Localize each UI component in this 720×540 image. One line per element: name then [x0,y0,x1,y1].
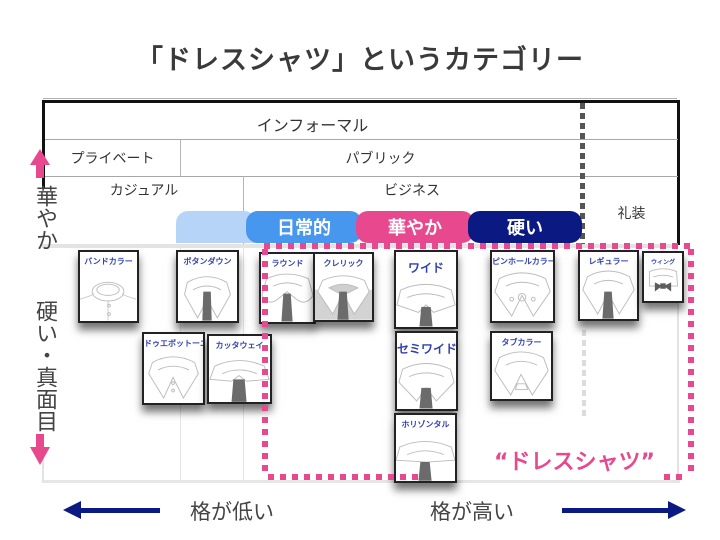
semi-wide-collar-icon [398,363,455,409]
collar-name: バンドカラー [84,257,133,266]
wing-collar-icon [648,268,678,292]
collar-card-semi-wide: セミワイド [395,331,458,411]
collar-name: ホリゾンタル [401,420,450,429]
arrow-down-icon [30,447,50,465]
pill-flashy: 華やか [356,211,474,243]
dress-shirt-region-bottom-right [664,474,686,480]
vertical-axis-top-label: 華やか [32,185,57,251]
button-down-collar-icon [184,276,231,321]
cutaway-collar-icon [209,360,270,402]
row-public-label: パブリック [345,151,416,167]
row-divider-2 [45,176,678,177]
page-title: 「ドレスシャツ」というカテゴリー [136,45,584,76]
collar-name: セミワイド [397,342,458,356]
collar-name: クレリック [323,259,364,268]
round-collar-icon [261,273,314,322]
frame-top-border [42,100,680,103]
collar-card-round: ラウンド [259,252,316,324]
row-business-label: ビジネス [384,183,440,199]
dress-shirt-region-bottom [268,474,418,480]
collar-name: ピンホールカラー [492,257,555,266]
arrow-up-stem [36,164,44,178]
collar-name: ボタンダウン [183,257,232,266]
casual-business-divider [243,176,244,244]
wide-collar-icon [396,283,456,327]
collar-name: カッタウェイ [215,341,264,350]
collar-card-horizontal: ホリゾンタル [394,413,457,483]
collar-name: ウィング [650,259,675,266]
row-divider-1 [45,139,678,140]
regular-collar-icon [582,270,635,319]
horizontal-axis-left-label: 格が低い [190,500,274,524]
collar-card-button-down: ボタンダウン [176,250,239,323]
row-casual-label: カジュアル [109,183,179,199]
frame-left-border [42,100,45,188]
collar-card-pinhole: ピンホールカラー [490,250,555,323]
horizontal-collar-icon [396,440,455,481]
collar-name: ラウンド [271,259,304,268]
title-divider [43,98,677,99]
left-rule [42,455,44,483]
collar-card-wing: ウィング [642,251,684,303]
dress-shirt-region-top [264,243,694,249]
cleric-collar-icon [315,275,372,320]
arrow-right-stem [562,508,670,513]
formal-separator-faint [582,330,586,420]
arrow-down-stem [36,434,44,448]
collar-card-band: バンドカラー [78,250,139,323]
frame-right-border [677,100,680,245]
private-public-divider [180,140,181,176]
formal-separator [580,103,585,245]
dress-shirt-region-label: “ドレスシャツ” [494,450,655,475]
collar-name: ワイド [407,261,444,275]
band-collar-icon [80,281,137,321]
row-formal-label: 礼装 [617,206,646,222]
dress-shirt-region-right [688,249,694,477]
pill-daily: 日常的 [246,211,362,243]
tab-collar-icon [494,351,549,396]
due-bottoni-collar-icon [148,356,199,399]
collar-name: タブカラー [501,338,542,347]
collar-card-due-bottoni: ドゥエボットーニ [142,332,205,405]
collar-card-wide: ワイド [394,250,458,329]
arrow-left-icon [63,501,81,519]
right-rule [677,300,679,482]
row-private-label: プライベート [70,151,155,167]
collar-name: ドゥエボットーニ [144,339,205,348]
collar-card-tab: タブカラー [490,331,553,401]
arrow-right-icon [668,501,686,519]
pill-stiff: 硬い [468,211,582,243]
collar-card-cleric: クレリック [313,252,374,322]
casual-pill [176,211,256,243]
arrow-left-stem [78,508,160,513]
horizontal-axis-right-label: 格が高い [430,500,514,524]
chart-bottom-rule [42,480,680,483]
pinhole-collar-icon [494,272,551,317]
collar-card-cutaway: カッタウェイ [207,334,272,404]
collar-card-regular: レギュラー [578,250,639,321]
vertical-axis-bottom-label: 硬い・真面目 [32,300,57,432]
row-informal-label: インフォーマル [256,116,369,135]
collar-name: レギュラー [588,257,629,266]
dress-shirt-region-left [262,249,268,477]
arrow-up-icon [30,149,50,165]
